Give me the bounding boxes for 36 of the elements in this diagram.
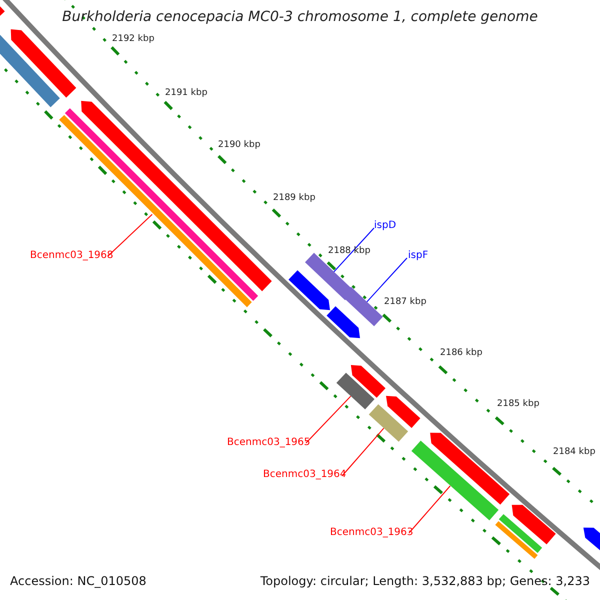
scale-label: 2188 kbp xyxy=(328,247,370,257)
gene-feature xyxy=(495,521,538,559)
gene-feature xyxy=(411,440,499,520)
genome-stats-text: Topology: circular; Length: 3,532,883 bp; Genes: 3,233 xyxy=(260,575,590,588)
accession-text: Accession: NC_010508 xyxy=(10,575,146,588)
scale-label: 2192 kbp xyxy=(112,35,154,45)
gene-feature xyxy=(288,270,330,310)
gene-feature xyxy=(336,372,374,410)
scale-label: 2185 kbp xyxy=(497,400,540,410)
gene-label: ispD xyxy=(374,220,396,231)
scale-label: 2186 kbp xyxy=(440,349,482,359)
scale-label: 2190 kbp xyxy=(218,141,260,151)
scale-label: 2189 kbp xyxy=(273,194,316,204)
leader-line xyxy=(408,485,451,534)
gene-feature xyxy=(326,306,360,338)
leader-line xyxy=(333,228,374,272)
gene-feature xyxy=(350,365,386,398)
gene-feature xyxy=(512,504,556,544)
scale-label: 2191 kbp xyxy=(165,89,208,99)
gene-feature xyxy=(368,404,408,442)
gene-label: Bcenmc03_1965 xyxy=(227,437,310,448)
gene-feature xyxy=(10,29,76,98)
gene-label: ispF xyxy=(408,250,428,261)
leader-line xyxy=(366,258,408,302)
gene-feature xyxy=(386,396,420,428)
scale-label: 2187 kbp xyxy=(384,298,426,308)
gene-label: Bcenmc03_1968 xyxy=(30,250,114,261)
gene-feature xyxy=(498,514,542,553)
leader-line xyxy=(108,214,153,256)
gene-feature xyxy=(430,432,510,505)
title: Burkholderia cenocepacia MC0-3 chromosome 1, complete genome xyxy=(61,10,539,26)
gene-label: Bcenmc03_1963 xyxy=(330,527,414,538)
scale-label: 2184 kbp xyxy=(553,448,596,458)
leader-line xyxy=(342,428,384,476)
gene-label: Bcenmc03_1964 xyxy=(263,469,346,480)
leader-line xyxy=(306,396,352,444)
